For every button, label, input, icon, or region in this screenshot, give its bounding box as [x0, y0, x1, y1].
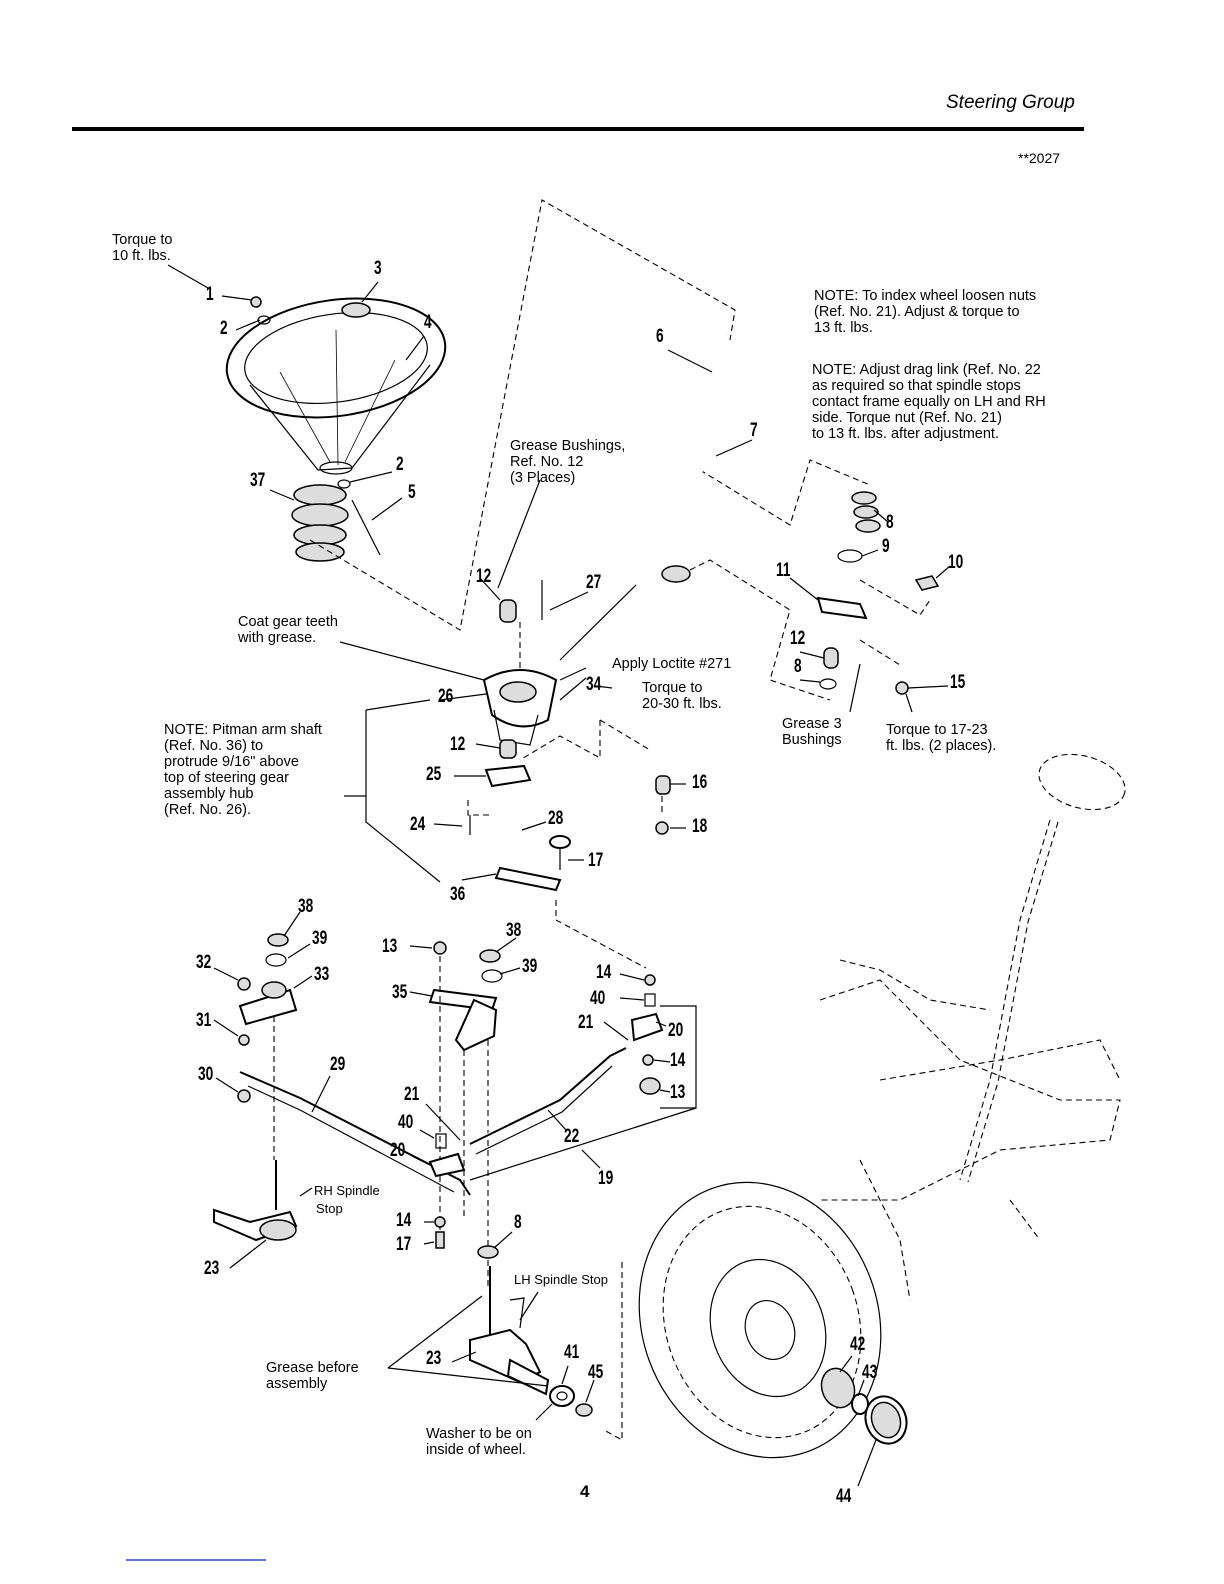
callout-14: 14 [670, 1050, 686, 1071]
callout-45: 45 [588, 1362, 604, 1383]
callout-42: 42 [850, 1334, 866, 1355]
callout-39: 39 [522, 956, 538, 977]
callout-12: 12 [476, 566, 492, 587]
callout-30: 30 [198, 1064, 214, 1085]
header-rule [72, 127, 1084, 131]
callout-16: 16 [692, 772, 708, 793]
callout-37: 37 [250, 470, 266, 491]
callout-39: 39 [312, 928, 328, 949]
callout-36: 36 [450, 884, 466, 905]
steering-wheel-drawing [225, 296, 447, 562]
callout-32: 32 [196, 952, 212, 973]
callout-44: 44 [836, 1486, 852, 1507]
callout-9: 9 [882, 536, 890, 557]
callout-31: 31 [196, 1010, 212, 1031]
callout-35: 35 [392, 982, 408, 1003]
callout-28: 28 [548, 808, 564, 829]
callout-17: 17 [396, 1234, 412, 1255]
callout-1: 1 [206, 284, 214, 305]
callout-8: 8 [886, 512, 894, 533]
callout-15: 15 [950, 672, 966, 693]
tractor-frame-sketch [819, 753, 1126, 1301]
callout-25: 25 [426, 764, 442, 785]
callout-40: 40 [590, 988, 606, 1009]
callout-6: 6 [656, 326, 664, 347]
callout-5: 5 [408, 482, 416, 503]
callout-20: 20 [390, 1140, 406, 1161]
callout-29: 29 [330, 1054, 346, 1075]
callout-33: 33 [314, 964, 330, 985]
callout-13: 13 [382, 936, 398, 957]
callout-8: 8 [514, 1212, 522, 1233]
model-code: **2027 [1018, 150, 1061, 166]
callout-3: 3 [374, 258, 382, 279]
callout-22: 22 [564, 1126, 580, 1147]
callout-38: 38 [298, 896, 314, 917]
callout-8: 8 [794, 656, 802, 677]
note-lh-spindle-stop: LH Spindle Stop [514, 1272, 608, 1287]
callout-4: 4 [424, 312, 432, 333]
callout-41: 41 [564, 1342, 580, 1363]
note-loctite: Apply Loctite #271 [612, 656, 732, 672]
callout-26: 26 [438, 686, 454, 707]
callout-19: 19 [598, 1168, 614, 1189]
callout-34: 34 [586, 674, 602, 695]
callout-7: 7 [750, 420, 758, 441]
callout-17: 17 [588, 850, 604, 871]
callout-11: 11 [776, 560, 791, 581]
callout-18: 18 [692, 816, 708, 837]
page-number: 4 [580, 1482, 590, 1501]
callout-23: 23 [426, 1348, 442, 1369]
callout-27: 27 [586, 572, 602, 593]
callout-24: 24 [410, 814, 426, 835]
callout-12: 12 [450, 734, 466, 755]
callout-23: 23 [204, 1258, 220, 1279]
callout-38: 38 [506, 920, 522, 941]
callout-21: 21 [578, 1012, 594, 1033]
callout-40: 40 [398, 1112, 414, 1133]
callout-21: 21 [404, 1084, 420, 1105]
callout-14: 14 [396, 1210, 412, 1231]
callout-12: 12 [790, 628, 806, 649]
note-index-wheel: NOTE: To index wheel loosen nuts(Ref. No… [814, 288, 1037, 336]
note-grease-bushings: Grease Bushings,Ref. No. 12(3 Places) [510, 438, 626, 486]
callout-43: 43 [862, 1362, 878, 1383]
callout-14: 14 [596, 962, 612, 983]
callout-2: 2 [220, 318, 228, 339]
callout-13: 13 [670, 1082, 686, 1103]
section-title: Steering Group [946, 92, 1075, 113]
callout-10: 10 [948, 552, 964, 573]
callout-2: 2 [396, 454, 404, 475]
callout-20: 20 [668, 1020, 684, 1041]
